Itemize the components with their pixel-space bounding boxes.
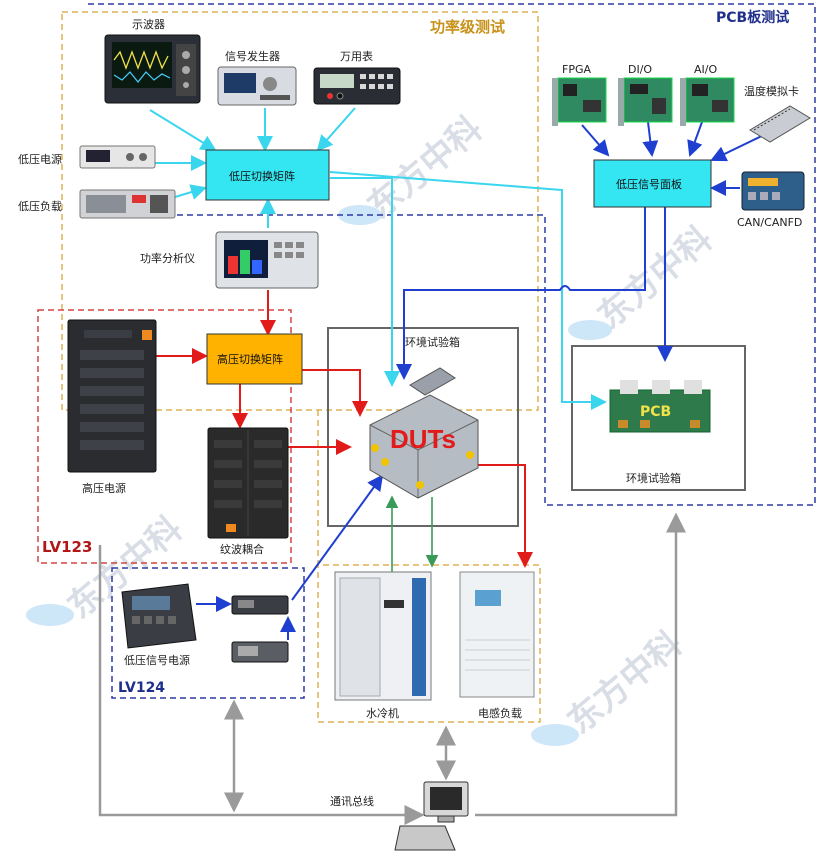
aio-label: AI/O — [694, 63, 717, 76]
water-cooler-label: 水冷机 — [366, 706, 399, 720]
fpga-card-device — [552, 77, 607, 126]
oscilloscope-label: 示波器 — [132, 18, 165, 31]
watermark-text: 东方中科 — [360, 109, 490, 227]
signal-generator-device — [217, 66, 297, 106]
dio-label: DI/O — [628, 63, 652, 76]
pcb-test-title: PCB板测试 — [716, 9, 789, 26]
power-analyzer-device — [215, 231, 319, 289]
blue-connections — [196, 121, 771, 640]
lv123-region — [37, 309, 292, 564]
power-test-region — [61, 11, 539, 411]
oscilloscope-device — [104, 34, 201, 104]
watermark-text: 东方中科 — [560, 624, 690, 742]
power-test-title: 功率级测试 — [430, 18, 505, 36]
lv-signal-panel-box — [593, 159, 712, 208]
pcb-test-region — [88, 3, 816, 506]
lv124-region — [111, 567, 305, 699]
lv-switch-matrix-box — [205, 149, 330, 201]
lv-power-label: 低压电源 — [18, 152, 62, 166]
duts-label: DUTs — [390, 424, 456, 454]
hv-switch-matrix-box — [206, 333, 303, 385]
lv-load-device — [79, 189, 176, 219]
lv-signal-power-label: 低压信号电源 — [124, 653, 190, 667]
cyan-connections — [149, 107, 607, 410]
temp-card-label: 温度模拟卡 — [744, 84, 799, 98]
lv-load-label: 低压负载 — [18, 199, 62, 213]
lv123-title: LV123 — [42, 538, 92, 556]
env-chamber-box-1 — [327, 327, 519, 527]
watermark-logo: 东方中科 — [568, 219, 720, 340]
pcb-board-device — [609, 380, 711, 433]
lv-signal-panel-label: 低压信号面板 — [616, 177, 682, 191]
signal-generator-label: 信号发生器 — [225, 49, 280, 63]
lv-switch-matrix-label: 低压切换矩阵 — [229, 169, 295, 183]
pcb-label: PCB — [640, 404, 671, 420]
env-chamber-1-label: 环境试验箱 — [405, 335, 460, 349]
lv124-module-bottom — [231, 641, 289, 663]
watermark-logo: 东方中科 — [338, 109, 490, 227]
fpga-label: FPGA — [562, 63, 591, 76]
power-analyzer-label: 功率分析仪 — [140, 251, 195, 265]
inductive-load-label: 电感负载 — [478, 706, 522, 720]
computer-icon — [394, 781, 469, 851]
lv-signal-power-device — [121, 583, 197, 649]
multimeter-device — [313, 67, 401, 105]
hv-switch-matrix-label: 高压切换矩阵 — [217, 352, 283, 366]
aio-card-device — [680, 77, 735, 126]
watermark-logo: 东方中科 — [531, 624, 690, 746]
lv-power-device — [79, 145, 156, 169]
green-connections — [385, 495, 439, 572]
water-cooler-device — [334, 571, 432, 701]
dut-device — [369, 367, 479, 499]
temp-card-device — [749, 105, 811, 143]
ripple-label: 纹波耦合 — [220, 542, 264, 556]
comm-bus-label: 通讯总线 — [330, 794, 374, 808]
watermark-text: 东方中科 — [590, 219, 720, 337]
comm-bus-lines — [98, 512, 686, 825]
hv-power-label: 高压电源 — [82, 481, 126, 495]
red-connections — [155, 290, 533, 568]
env-chamber-2-label: 环境试验箱 — [626, 471, 681, 485]
dio-card-device — [618, 77, 673, 126]
multimeter-label: 万用表 — [340, 49, 373, 63]
lv124-module-top — [231, 595, 289, 615]
ripple-coupling-device — [207, 427, 289, 539]
hv-power-device — [67, 319, 157, 473]
can-label: CAN/CANFD — [737, 216, 802, 229]
power-test-lower-region — [317, 410, 541, 723]
lv124-title: LV124 — [118, 680, 165, 696]
inductive-load-device — [459, 571, 535, 698]
can-device — [741, 171, 805, 211]
